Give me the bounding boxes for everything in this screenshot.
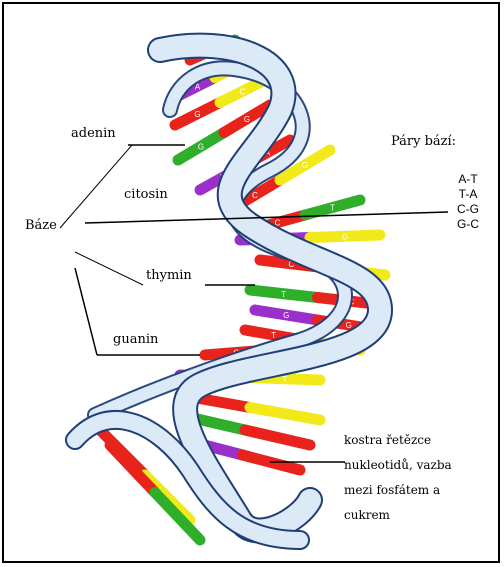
base-letter: T: [283, 375, 288, 384]
backbone-line: cukrem: [344, 503, 452, 528]
label-citosin: citosin: [124, 187, 168, 202]
backbone-caption: kostra řetězce nukleotidů, vazba mezi fo…: [344, 428, 452, 528]
label-thymin: thymin: [146, 268, 192, 283]
base-letter: G: [198, 142, 204, 151]
base-letter: T: [271, 331, 276, 340]
base-rung-half: [245, 430, 310, 445]
backbone-line: mezi fosfátem a: [344, 478, 452, 503]
pair-item: G-C: [450, 217, 486, 232]
label-guanin: guanin: [113, 332, 158, 347]
label-adenin: adenin: [71, 126, 116, 141]
base-letter: G: [342, 232, 348, 241]
pair-item: A-T: [450, 172, 486, 187]
backbone-line: kostra řetězce: [344, 428, 452, 453]
leader-baze-guanin: [75, 268, 97, 355]
label-baze: Báze: [25, 218, 57, 233]
base-letter: C: [240, 87, 246, 96]
base-letter: T: [281, 290, 286, 299]
pair-item: C-G: [450, 202, 486, 217]
pairs-list: A-T T-A C-G G-C: [450, 172, 486, 232]
backbone-line: nukleotidů, vazba: [344, 453, 452, 478]
base-letter: G: [244, 115, 250, 124]
base-letter: G: [302, 161, 308, 170]
base-letter: C: [252, 191, 258, 200]
pairs-title: Páry bází:: [391, 134, 456, 149]
base-letter: G: [346, 321, 352, 330]
base-letter: G: [283, 311, 289, 320]
base-rung-half: [110, 445, 155, 493]
pair-item: T-A: [450, 187, 486, 202]
base-letter: G: [194, 110, 200, 119]
base-rung-half: [250, 408, 320, 421]
base-letter: T: [330, 204, 335, 213]
leader-baze-thymin: [75, 252, 143, 285]
leader-baze-adenin: [60, 145, 132, 228]
